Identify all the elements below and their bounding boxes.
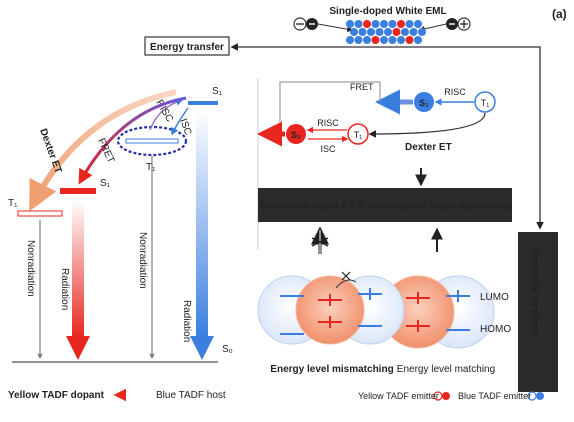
- cascade-box-label: Cascade system: [529, 248, 541, 334]
- right-dexter-arrow: [368, 112, 486, 138]
- eml-molecule: [397, 36, 405, 44]
- eml-molecule: [358, 28, 367, 36]
- blocked-arrow-icon: [311, 226, 329, 254]
- blue-radiation-arrow: [190, 110, 214, 360]
- eml-molecule: [363, 36, 371, 44]
- energy-transfer-arrow: [360, 46, 544, 230]
- eml-molecule: [380, 36, 388, 44]
- eml-molecule: [354, 36, 363, 44]
- mismatching-spheres: [257, 271, 405, 345]
- eml-molecule-grid: [346, 20, 426, 44]
- blue-t1-label: T₁: [146, 162, 156, 173]
- eml-molecule: [371, 36, 380, 44]
- right-fret-line: [279, 81, 380, 122]
- dexter-label: Dexter ET: [37, 127, 63, 175]
- yellow-dopant-label: Yellow TADF dopant: [8, 390, 105, 401]
- yellow-radiation-label: Radiation: [59, 268, 70, 310]
- risc-arrow: [149, 98, 184, 131]
- fret-label: FRET: [95, 137, 116, 165]
- eml-molecule: [418, 28, 426, 36]
- eml-molecule: [350, 28, 358, 36]
- right-fret-label: FRET: [350, 82, 374, 92]
- right-red-t1-node: [347, 123, 369, 145]
- homo-label: HOMO: [480, 324, 511, 335]
- yellow-radiation-arrow: [66, 200, 90, 360]
- eml-molecule: [363, 20, 371, 28]
- fret-arrow: [78, 96, 187, 185]
- s0-label: S₀: [222, 344, 233, 355]
- right-red-t1-label: T₁: [354, 130, 363, 140]
- match-label: Energy level matching: [397, 364, 495, 375]
- panel-label: (a): [552, 7, 567, 21]
- isc-label: ISC: [177, 117, 193, 136]
- eml-molecule: [414, 36, 422, 44]
- isc-arrow: [171, 107, 189, 136]
- eml-molecule: [409, 28, 418, 36]
- legend-blue-label: Blue TADF emitter: [458, 391, 531, 401]
- eml-title: Single-doped White EML: [329, 6, 446, 17]
- right-blue-t1-label: T₁: [481, 98, 490, 108]
- eml-molecule: [392, 28, 401, 36]
- energy-transfer-label: Energy transfer: [150, 42, 224, 53]
- eml-molecule: [384, 28, 392, 36]
- blue-s1-label: S₁: [212, 86, 223, 97]
- yellow-s1-label: S₁: [100, 178, 111, 189]
- blue-t1-level: [125, 138, 179, 144]
- eml-molecule: [414, 20, 422, 28]
- yellow-t1-label: T₁: [8, 198, 18, 209]
- quenching-box-label: Excessive triplet ET & Host-dopant tripl…: [260, 201, 510, 212]
- plus-charge-icon: [446, 17, 471, 31]
- minus-charge-icon: [293, 17, 318, 31]
- eml-molecule: [375, 28, 384, 36]
- right-risc-top-label: RISC: [444, 87, 466, 97]
- mismatch-label: Energy level mismatching: [270, 364, 393, 375]
- right-blue-t1-node: [474, 91, 496, 113]
- right-blue-s1-label: S₁: [419, 98, 429, 108]
- blue-host-label: Blue TADF host: [156, 390, 226, 401]
- eml-molecule: [405, 36, 414, 44]
- right-blue-s1-node: [414, 92, 434, 112]
- right-red-s1-node: [286, 124, 306, 144]
- dexter-arrow: [29, 89, 177, 212]
- lumo-label: LUMO: [480, 292, 509, 303]
- yellow-s1-level: [60, 188, 96, 194]
- legend-yellow-icon: [433, 391, 450, 401]
- right-risc-mid-label: RISC: [317, 118, 339, 128]
- blue-radiation-label: Radiation: [181, 300, 192, 342]
- right-isc-label: ISC: [320, 144, 336, 154]
- right-red-s1-label: S₁: [291, 130, 301, 140]
- nonradiation-left-label: Nonradiation: [25, 240, 36, 297]
- blue-s1-level: [188, 101, 218, 105]
- eml-molecule: [388, 20, 397, 28]
- legend-yellow-label: Yellow TADF emitter: [358, 391, 439, 401]
- eml-molecule: [371, 20, 380, 28]
- eml-molecule: [397, 20, 405, 28]
- eml-molecule: [367, 28, 375, 36]
- cascade-box: [518, 232, 558, 392]
- eml-molecule: [354, 20, 363, 28]
- nonradiation-mid-label: Nonradiation: [137, 232, 148, 289]
- right-dexter-label: Dexter ET: [405, 142, 452, 153]
- eml-molecule: [346, 20, 354, 28]
- quenching-box: [258, 188, 512, 222]
- eml-molecule: [380, 20, 388, 28]
- eml-molecule: [346, 36, 354, 44]
- eml-molecule: [401, 28, 409, 36]
- yellow-t1-level: [17, 210, 63, 217]
- eml-molecule: [388, 36, 397, 44]
- legend-blue-icon: [527, 391, 544, 401]
- eml-molecule: [405, 20, 414, 28]
